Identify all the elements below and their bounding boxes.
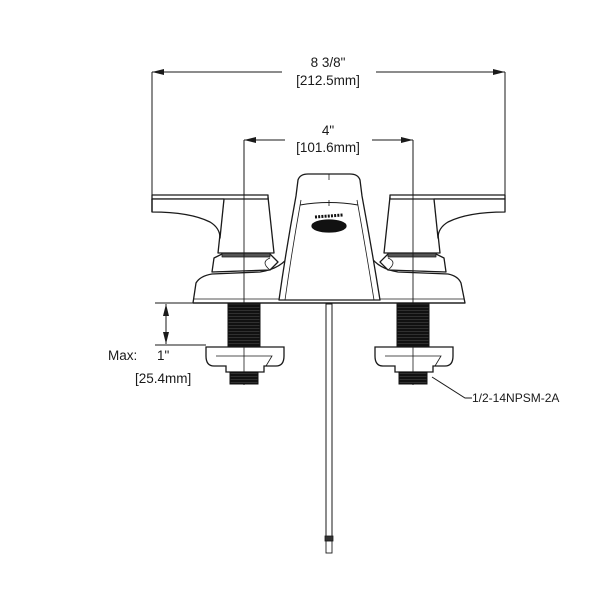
overall-width-dimension: 8 3/8" [212.5mm] xyxy=(151,55,506,195)
max-thickness-imperial: 1" xyxy=(157,348,170,363)
overall-width-imperial: 8 3/8" xyxy=(311,55,346,70)
center-spread-metric: [101.6mm] xyxy=(296,140,360,155)
right-handle-body xyxy=(383,196,441,254)
right-thread-end xyxy=(398,371,428,385)
right-handle-lever xyxy=(433,198,506,239)
faucet-body xyxy=(151,173,506,304)
left-handle-lever xyxy=(151,198,225,239)
max-thickness-metric: [25.4mm] xyxy=(135,371,191,386)
left-threaded-shank xyxy=(227,303,261,347)
rod-tip xyxy=(325,540,333,554)
right-threaded-shank xyxy=(396,303,430,347)
center-spread-dimension: 4" [101.6mm] xyxy=(243,123,414,318)
left-handle-body xyxy=(217,196,275,254)
right-handle-lever-top xyxy=(389,194,506,200)
left-thread-end xyxy=(229,371,259,385)
aerator xyxy=(311,219,347,233)
spout xyxy=(278,173,381,301)
right-mounting-nut xyxy=(374,346,454,373)
thread-spec-label: 1/2-14NPSM-2A xyxy=(472,391,559,405)
left-mounting-nut xyxy=(205,346,285,373)
pop-up-rod xyxy=(324,303,334,554)
deck-thickness-dimension: Max: 1" [25.4mm] xyxy=(108,302,206,386)
overall-width-metric: [212.5mm] xyxy=(296,73,360,88)
thread-spec-callout: 1/2-14NPSM-2A xyxy=(431,376,559,405)
left-handle-lever-top xyxy=(151,194,269,200)
right-shank-assembly xyxy=(374,303,454,385)
aerator-logo xyxy=(314,213,344,219)
rod-ferrule xyxy=(324,535,334,542)
leader-line xyxy=(431,376,472,399)
center-spread-imperial: 4" xyxy=(322,123,335,138)
left-shank-assembly xyxy=(205,303,285,385)
rod-shaft xyxy=(325,303,333,540)
max-label: Max: xyxy=(108,348,137,363)
